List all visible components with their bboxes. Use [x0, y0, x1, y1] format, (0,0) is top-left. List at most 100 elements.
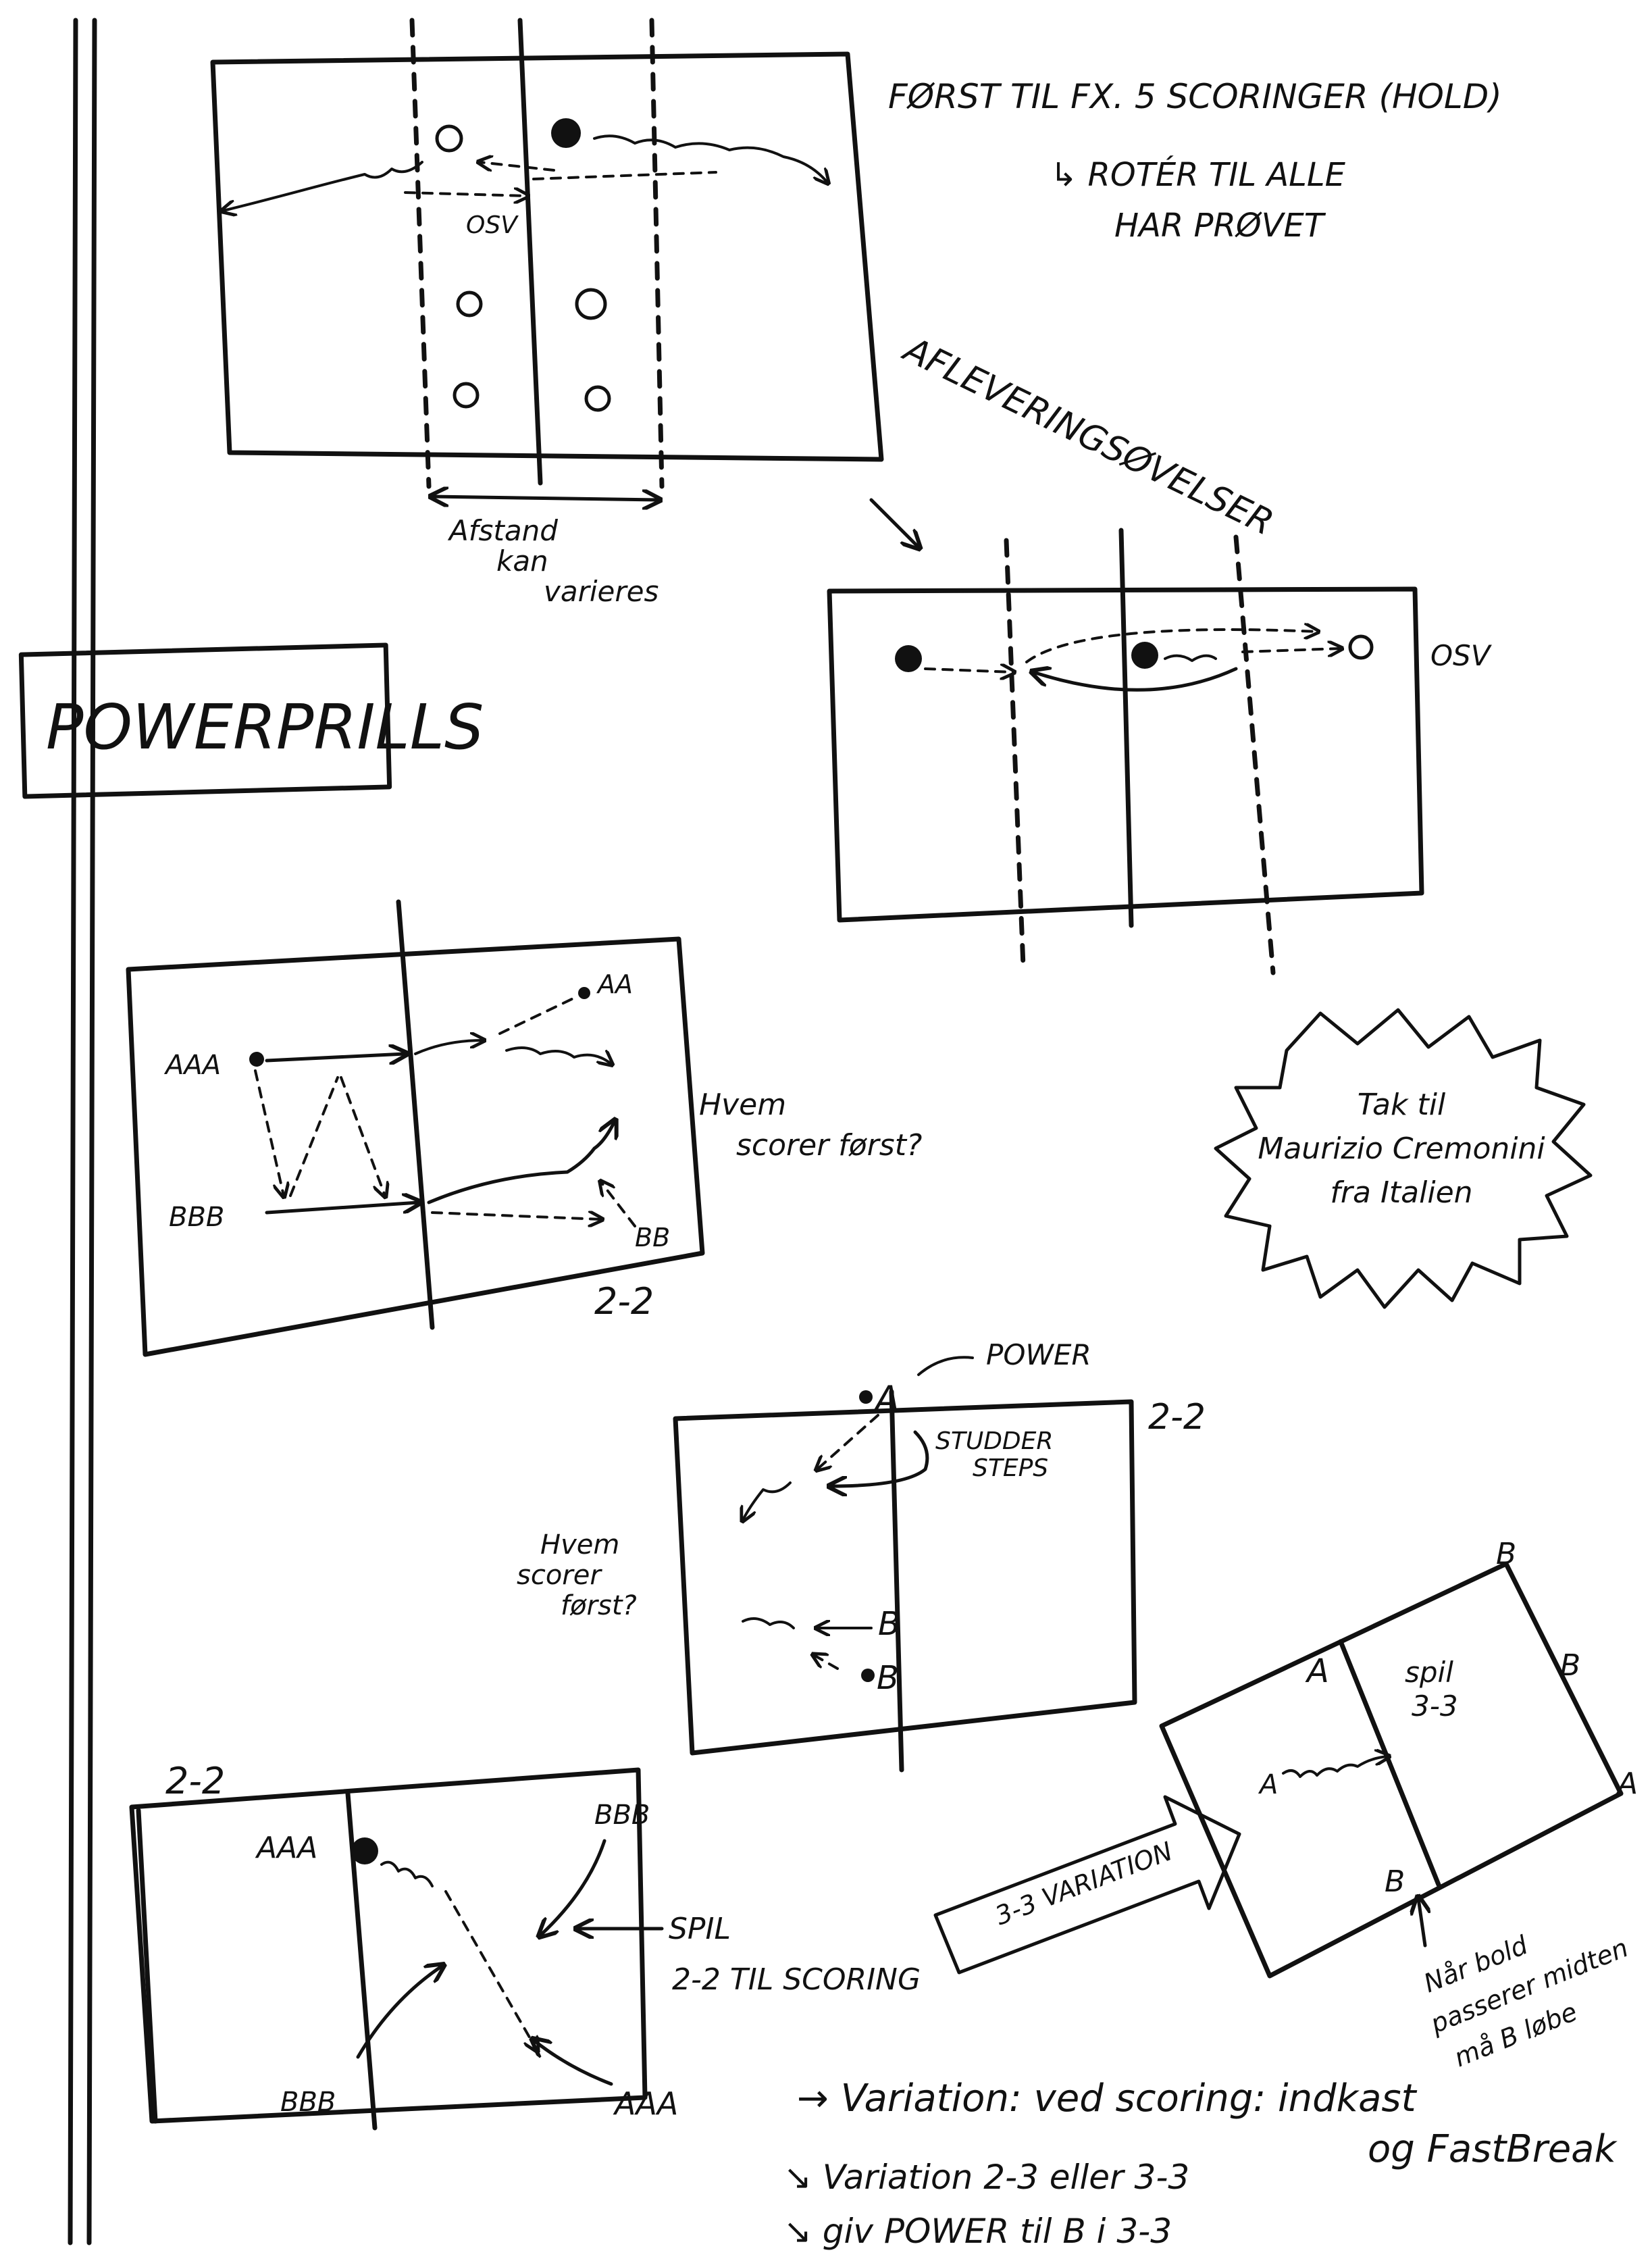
drill-1-distance-label-1: Afstand — [447, 514, 558, 547]
drill-1-pass-left — [480, 162, 555, 170]
drill-3-run-b — [265, 1202, 419, 1215]
drill-4-question-3: først? — [561, 1590, 637, 1621]
drill-2-dashed-line-right — [1233, 534, 1276, 975]
drill-5-pass — [444, 1890, 537, 2050]
drill-1-dribble-left — [223, 161, 423, 211]
drill-6-court — [1159, 1561, 1624, 1979]
drill-1-pass-center — [404, 193, 527, 196]
variation-note-1: → Variation: ved scoring: indkast — [797, 2077, 1418, 2120]
drill-6-a-left: A — [1258, 1769, 1278, 1800]
variation-note-3: ↘ giv POWER til B i 3-3 — [783, 2212, 1172, 2251]
drill-6-note-pointer — [1418, 1898, 1425, 1948]
drill-5-play-1: SPIL — [669, 1912, 731, 1946]
drill-5-team-b-top: BBB — [594, 1800, 650, 1831]
drill-1-court — [210, 51, 884, 462]
drill-4-ball — [859, 1390, 873, 1404]
drill-2-heading: AFLEVERINGSØVELSER — [896, 328, 1280, 543]
drill-3-end-b: BB — [635, 1223, 670, 1252]
drill-6-dribble — [1282, 1756, 1388, 1778]
drill-4-power-label: POWER — [986, 1338, 1091, 1371]
title-sign: POWERPRILLS — [18, 642, 484, 799]
drill-4-question-2: scorer — [517, 1560, 602, 1591]
drill-1-pass-right — [532, 171, 717, 180]
drill-1-scoring-rotation: OSV Afstand kan varieres FØRST TIL FX. 5… — [210, 18, 1502, 608]
drill-6-a-right: A — [1616, 1767, 1638, 1801]
drill-2-dashed-line-left — [1004, 538, 1026, 969]
drill-3-team-b: BBB — [169, 1202, 224, 1233]
drill-5-court — [129, 1767, 648, 2124]
drill-3-dribble-b — [427, 1121, 615, 1204]
drill-3-question-1: Hvem — [699, 1088, 786, 1122]
drill-5-team-b-bottom: BBB — [280, 2087, 336, 2118]
drill-1-distance-arrow — [432, 497, 659, 500]
drill-4-court — [673, 1399, 1137, 1756]
drill-2-ball-start — [895, 645, 922, 672]
drill-3-pass-a — [498, 995, 579, 1035]
drill-1-ball-carrier — [551, 118, 581, 148]
drill-2-ball-carrier — [1131, 642, 1158, 669]
drill-3-pass-b — [431, 1213, 601, 1219]
drill-3-curve-a — [414, 1040, 483, 1055]
variation-note-2: ↘ Variation 2-3 eller 3-3 — [783, 2158, 1189, 2197]
drill-2-court — [827, 586, 1424, 923]
drill-4-dribble-b — [742, 1617, 795, 1629]
drill-2-pass-1 — [924, 669, 1013, 672]
drill-3-court — [126, 936, 705, 1357]
drill-3-team-a: AAA — [163, 1050, 221, 1081]
drill-4-player-a: A — [873, 1378, 900, 1421]
drill-3-ball-a — [249, 1052, 264, 1067]
thanks-line-1: Tak til — [1358, 1088, 1446, 1122]
drill-5-format: 2-2 — [165, 1760, 225, 1802]
drill-1-center-line — [517, 18, 543, 486]
drill-3-end-a: AA — [596, 969, 633, 999]
drill-5-play-2: 2-2 TIL SCORING — [672, 1962, 921, 1997]
drill-1-note-line-2: ↳ ROTÉR TIL ALLE — [1050, 155, 1346, 194]
drill-4-question-1: Hvem — [540, 1529, 619, 1560]
drill-1-distance-label-3: varieres — [544, 575, 659, 608]
drill-6-a-top: A — [1305, 1652, 1329, 1690]
drill-1-note-line-3: HAR PRØVET — [1114, 207, 1326, 245]
drill-1-note-line-1: FØRST TIL FX. 5 SCORINGER (HOLD) — [888, 77, 1502, 116]
drill-2-pass-2 — [1025, 630, 1317, 663]
variation-block-arrow: 3-3 VARIATION — [933, 1795, 1241, 1975]
drill-5-run-b-top — [540, 1839, 606, 1935]
drill-4-power-studder: A POWER 2-2 STUDDER STEPS B B Hvem score… — [517, 1338, 1206, 1773]
drill-6-b-top: B — [1496, 1537, 1516, 1571]
drill-1-dashed-line-left — [409, 18, 432, 489]
drill-3-run-a — [265, 1054, 405, 1061]
drill-3-question-2: scorer først? — [736, 1128, 922, 1163]
drill-6-b-bottom: B — [1385, 1864, 1405, 1899]
drill-4-center-line — [889, 1389, 904, 1773]
drill-1-player — [456, 290, 483, 317]
drill-5-two-vs-two: 2-2 AAA BBB BBB AAA SPIL 2-2 TIL SCORING — [129, 1760, 921, 2131]
drill-3-format: 2-2 — [594, 1280, 654, 1323]
drill-3-dribble-a — [505, 1046, 611, 1064]
drill-4-pass-b — [814, 1655, 839, 1670]
drill-2-dribble — [1164, 654, 1217, 662]
drill-3-pass-down-1 — [254, 1069, 284, 1196]
drill-4-dribble-a — [743, 1481, 792, 1520]
drill-4-studder-1: STUDDER — [935, 1427, 1053, 1455]
drill-5-run-a-bottom — [534, 2040, 613, 2086]
left-margin-rail — [68, 18, 97, 2245]
drill-1-player — [453, 382, 480, 409]
drill-4-format: 2-2 — [1148, 1397, 1206, 1438]
drill-2-receiver — [1348, 634, 1374, 660]
drill-4-player-b2: B — [877, 1659, 899, 1697]
drill-1-player — [435, 124, 463, 153]
drill-6-three-vs-three: A B B A spil 3-3 A B Når bold passerer m… — [1159, 1537, 1638, 2073]
drill-5-team-a-top: AAA — [255, 1831, 317, 1865]
thanks-line-2: Maurizio Cremonini — [1258, 1132, 1545, 1166]
drill-5-left-edge — [136, 1808, 158, 2124]
drill-3-pass-down-2 — [340, 1076, 385, 1196]
drill-4-studder-2: STEPS — [973, 1454, 1048, 1482]
drill-4-power-pointer — [917, 1356, 974, 1376]
drill-3-race-to-score: AAA AA BBB BB 2-2 Hvem scorer først? — [126, 899, 922, 1357]
thanks-line-3: fra Italien — [1330, 1175, 1472, 1210]
drill-3-center-line — [396, 899, 435, 1330]
drill-1-osv-label: OSV — [466, 211, 519, 239]
drill-1-player — [584, 385, 611, 412]
drill-5-dribble — [380, 1860, 434, 1887]
drill-4-pass-a — [817, 1414, 879, 1469]
